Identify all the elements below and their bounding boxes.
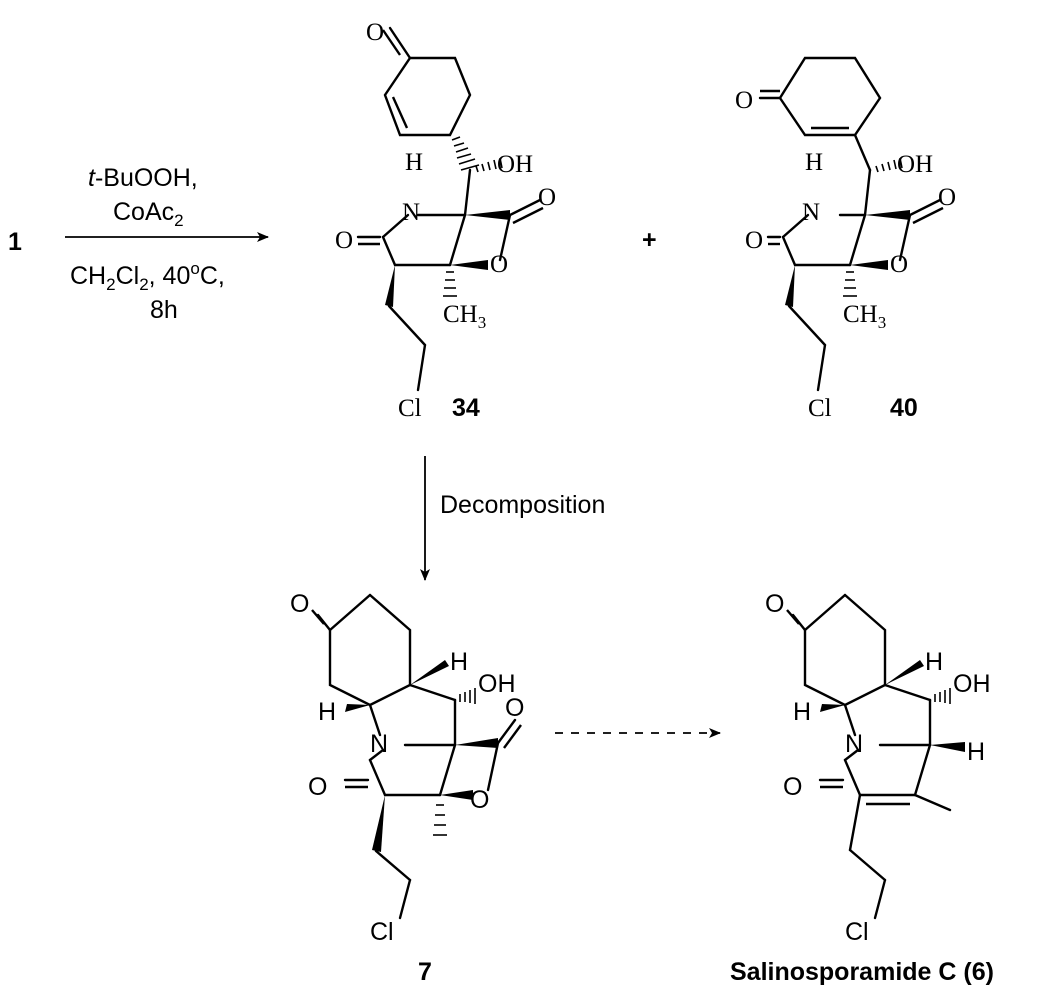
svg-text:O: O bbox=[890, 251, 908, 278]
svg-text:O: O bbox=[783, 773, 802, 801]
compound-7-label: 7 bbox=[418, 958, 432, 986]
svg-text:Cl: Cl bbox=[370, 918, 394, 946]
svg-text:OH: OH bbox=[897, 151, 933, 178]
svg-text:O: O bbox=[290, 590, 309, 618]
reactant-label: 1 bbox=[8, 228, 22, 256]
svg-text:O: O bbox=[735, 87, 753, 114]
svg-text:H: H bbox=[318, 698, 336, 726]
svg-text:O: O bbox=[366, 19, 384, 46]
svg-text:Cl: Cl bbox=[808, 395, 832, 422]
svg-text:O: O bbox=[308, 773, 327, 801]
svg-text:8h: 8h bbox=[150, 296, 178, 324]
svg-text:H: H bbox=[967, 738, 985, 766]
svg-text:OH: OH bbox=[953, 670, 991, 698]
svg-text:OH: OH bbox=[478, 670, 516, 698]
svg-text:CoAc2: CoAc2 bbox=[113, 198, 184, 230]
svg-text:N: N bbox=[370, 730, 388, 758]
svg-text:H: H bbox=[450, 648, 468, 676]
svg-text:O: O bbox=[938, 184, 956, 211]
svg-text:H: H bbox=[925, 648, 943, 676]
compound-34-label: 34 bbox=[452, 394, 480, 422]
compound-6-label: Salinosporamide C (6) bbox=[730, 958, 994, 986]
compound-34: O H N OH O O O CH3 Cl 34 bbox=[335, 19, 556, 422]
compound-40: O H N OH O O O CH3 Cl 40 bbox=[735, 56, 956, 422]
svg-text:H: H bbox=[805, 149, 823, 176]
svg-text:N: N bbox=[802, 199, 820, 226]
compound-6: O H OH H N O H Cl Salinosporamide C (6) bbox=[730, 590, 994, 986]
svg-text:O: O bbox=[765, 590, 784, 618]
svg-text:CH2Cl2, 40oC,: CH2Cl2, 40oC, bbox=[70, 259, 225, 294]
svg-text:O: O bbox=[505, 694, 524, 722]
svg-text:H: H bbox=[405, 149, 423, 176]
compound-40-label: 40 bbox=[890, 394, 918, 422]
svg-text:N: N bbox=[845, 730, 863, 758]
svg-text:t-BuOOH,: t-BuOOH, bbox=[88, 164, 198, 192]
svg-text:CH3: CH3 bbox=[443, 301, 486, 332]
svg-text:CH3: CH3 bbox=[843, 301, 886, 332]
svg-text:O: O bbox=[335, 227, 353, 254]
reaction-conditions: t-BuOOH, CoAc2 CH2Cl2, 40oC, 8h bbox=[70, 164, 225, 324]
svg-text:H: H bbox=[793, 698, 811, 726]
compound-7: O H OH H N O O O Cl 7 bbox=[290, 590, 524, 986]
svg-text:O: O bbox=[745, 227, 763, 254]
svg-text:Cl: Cl bbox=[398, 395, 422, 422]
svg-text:O: O bbox=[538, 184, 556, 211]
svg-text:OH: OH bbox=[497, 151, 533, 178]
svg-text:Cl: Cl bbox=[845, 918, 869, 946]
plus-sign: + bbox=[642, 226, 657, 254]
svg-text:O: O bbox=[470, 786, 489, 814]
svg-text:O: O bbox=[490, 251, 508, 278]
svg-text:N: N bbox=[402, 199, 420, 226]
decomposition-label: Decomposition bbox=[440, 491, 605, 519]
